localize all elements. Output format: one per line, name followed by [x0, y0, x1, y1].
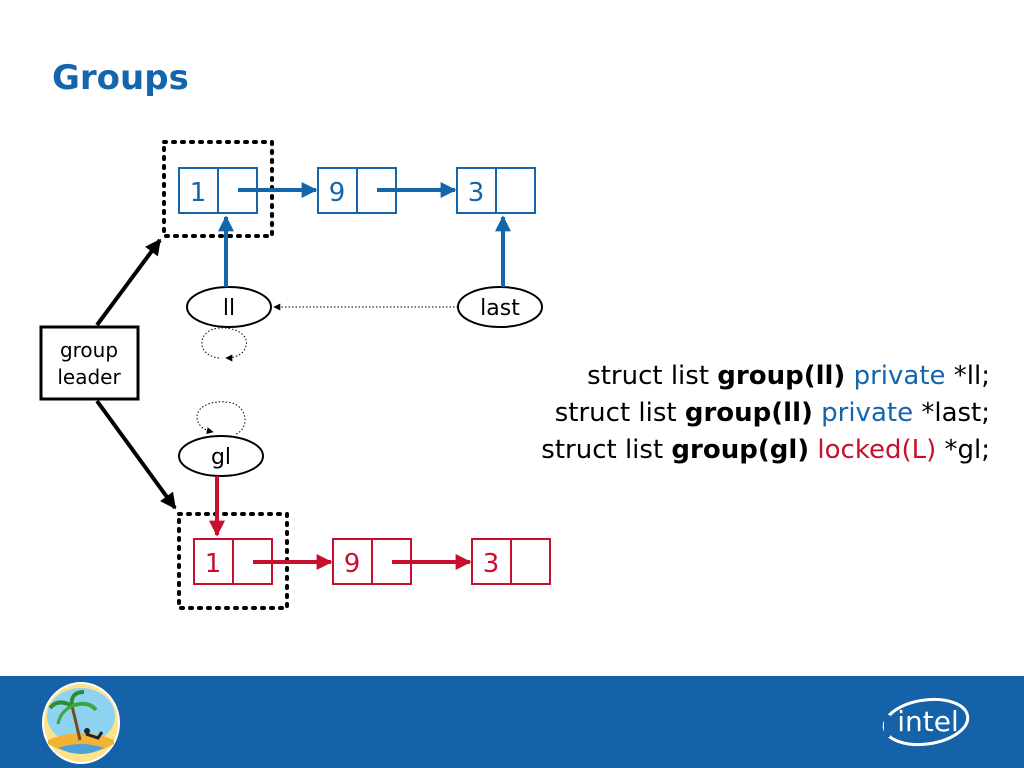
group-leader-box	[39, 325, 140, 401]
code-line-3-suffix: *gl;	[936, 435, 990, 465]
code-line-2-keyword: group(ll)	[684, 398, 813, 428]
slide-title: Groups	[52, 58, 189, 98]
last-pointer-node: last	[457, 286, 543, 328]
bottom-list-value-2: 9	[344, 549, 361, 579]
code-line-1-annotation: private	[853, 361, 946, 391]
group-leader-to-bottom-group-arrow	[95, 399, 177, 510]
gl-pointer-node: gl	[178, 435, 264, 477]
groups-diagram: 1 9 3 1 9 3 ll last gl	[39, 140, 551, 610]
code-line-1-prefix: struct list	[587, 361, 718, 391]
code-line-ll: struct list group(ll) private *ll;	[541, 358, 990, 395]
footer-bar: intel	[0, 676, 1024, 768]
group-leader-label-line-1: group	[60, 338, 118, 362]
gl-pointer-label: gl	[211, 445, 231, 470]
bottom-list-value-1: 1	[205, 549, 222, 579]
intel-logo-text: intel	[897, 705, 959, 738]
bottom-list-value-3: 3	[483, 549, 500, 579]
group-leader-to-top-group-arrow	[95, 238, 162, 327]
group-leader-label-line-2: leader	[57, 365, 121, 389]
ll-pointer-node: ll	[186, 286, 272, 328]
intel-logo-icon: intel	[882, 697, 970, 747]
code-line-2-annotation: private	[821, 398, 914, 428]
code-line-3-keyword: group(gl)	[671, 435, 810, 465]
last-pointer-label: last	[480, 296, 520, 321]
bottom-list-node-2: 9	[332, 538, 412, 585]
code-line-3-annotation: locked(L)	[817, 435, 937, 465]
top-list-node-1: 1	[178, 167, 258, 214]
code-line-1-suffix: *ll;	[945, 361, 990, 391]
code-line-2-suffix: *last;	[913, 398, 990, 428]
top-list-node-2: 9	[317, 167, 397, 214]
bottom-list-node-3: 3	[471, 538, 551, 585]
gl-self-loop	[196, 401, 246, 435]
code-block: struct list group(ll) private *ll; struc…	[541, 358, 990, 469]
code-line-last: struct list group(ll) private *last;	[541, 395, 990, 432]
ll-self-loop	[201, 327, 247, 362]
code-line-2-prefix: struct list	[554, 398, 685, 428]
ll-pointer-label: ll	[223, 296, 235, 321]
top-list-value-2: 9	[329, 178, 346, 208]
island-palm-tree-logo-icon	[42, 682, 120, 764]
top-list-value-1: 1	[190, 178, 207, 208]
code-line-1-keyword: group(ll)	[717, 361, 846, 391]
top-list-value-3: 3	[468, 178, 485, 208]
code-line-3-prefix: struct list	[541, 435, 672, 465]
top-list-node-3: 3	[456, 167, 536, 214]
code-line-gl: struct list group(gl) locked(L) *gl;	[541, 432, 990, 469]
